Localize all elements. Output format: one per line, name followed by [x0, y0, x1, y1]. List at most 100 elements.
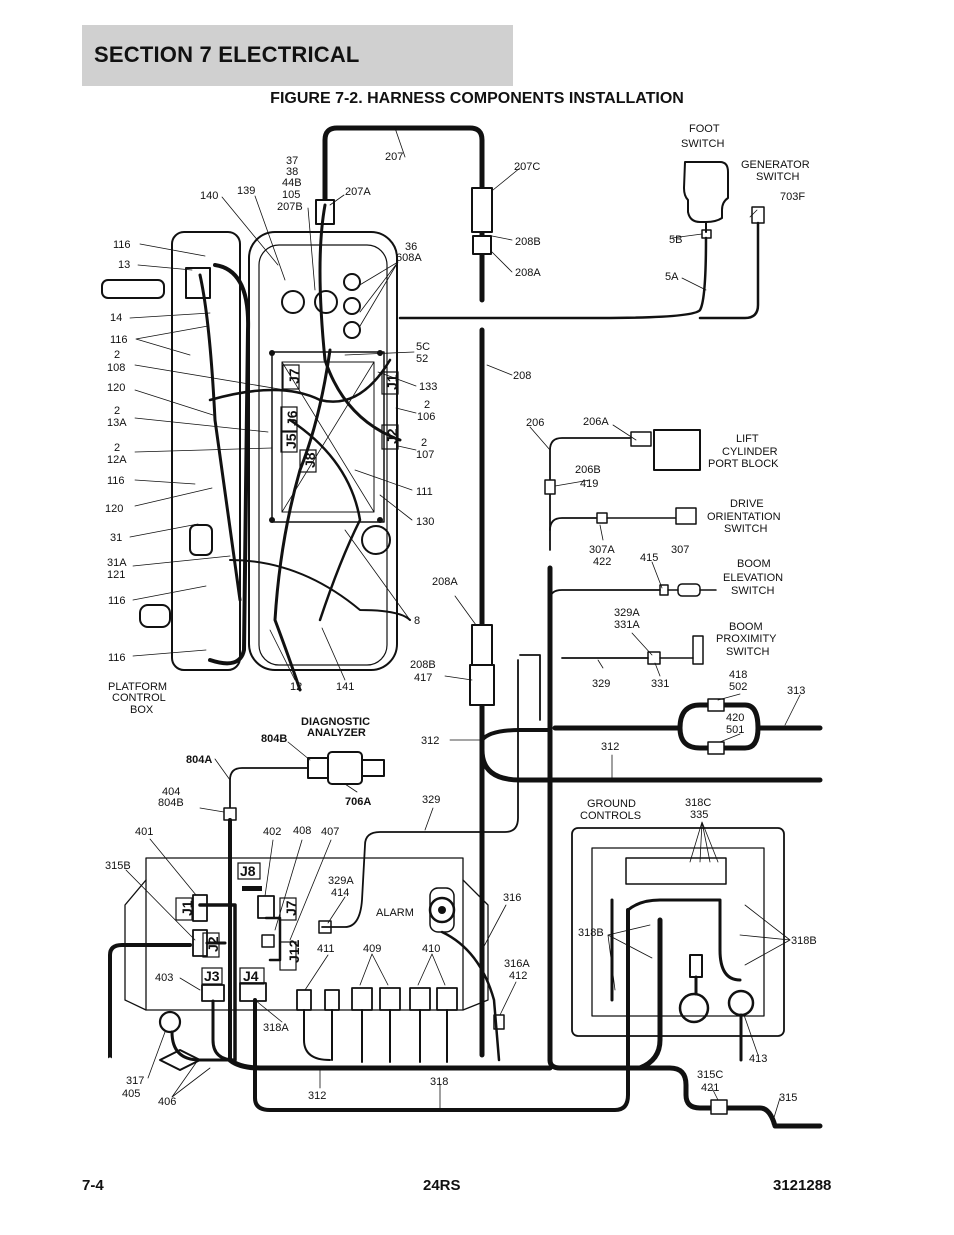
- label-407: 407: [321, 826, 339, 838]
- label-331a: 331A: [614, 619, 640, 631]
- foot-switch-line1: FOOT: [689, 123, 720, 135]
- label-318c: 318C: [685, 797, 711, 809]
- label-703f: 703F: [780, 191, 805, 203]
- label-421: 421: [701, 1082, 719, 1094]
- label-312-c: 312: [308, 1090, 326, 1102]
- section-title: SECTION 7 ELECTRICAL: [94, 42, 360, 67]
- document-number: 3121288: [773, 1177, 832, 1194]
- label-318: 318: [430, 1076, 448, 1088]
- label-315: 315: [779, 1092, 797, 1104]
- label-107: 107: [416, 449, 434, 461]
- diagnostic-analyzer-line1: DIAGNOSTIC: [301, 716, 370, 728]
- lift-cylinder-line2: CYLINDER: [722, 446, 778, 458]
- j4-label: J4: [243, 968, 259, 984]
- boom-proximity-line1: BOOM: [729, 621, 763, 633]
- label-207: 207: [385, 151, 403, 163]
- figure-title: FIGURE 7-2. HARNESS COMPONENTS INSTALLAT…: [270, 90, 684, 107]
- label-116-c: 116: [107, 475, 125, 487]
- label-208a-top: 208A: [515, 267, 541, 279]
- label-315c: 315C: [697, 1069, 723, 1081]
- boom-elevation-line3: SWITCH: [731, 585, 774, 597]
- label-12a: 12A: [107, 454, 127, 466]
- label-502: 502: [729, 681, 747, 693]
- label-207c: 207C: [514, 161, 540, 173]
- foot-switch-line2: SWITCH: [681, 138, 724, 150]
- label-206: 206: [526, 417, 544, 429]
- label-402: 402: [263, 826, 281, 838]
- label-413: 413: [749, 1053, 767, 1065]
- drive-orientation-line1: DRIVE: [730, 498, 764, 510]
- platform-control-box-line1: PLATFORM: [108, 681, 167, 693]
- label-331: 331: [651, 678, 669, 690]
- label-8: 8: [414, 615, 420, 627]
- label-706a: 706A: [345, 796, 371, 808]
- label-105: 105: [282, 189, 300, 201]
- label-312-a: 312: [421, 735, 439, 747]
- label-207a: 207A: [345, 186, 371, 198]
- label-401: 401: [135, 826, 153, 838]
- label-318a: 318A: [263, 1022, 289, 1034]
- label-108: 108: [107, 362, 125, 374]
- label-501: 501: [726, 724, 744, 736]
- label-52: 52: [416, 353, 428, 365]
- diagnostic-analyzer-line2: ANALYZER: [307, 727, 366, 739]
- label-412: 412: [509, 970, 527, 982]
- label-329-mid: 329: [592, 678, 610, 690]
- label-2-a: 2: [114, 349, 120, 361]
- label-318b-b: 318B: [791, 935, 817, 947]
- label-116-e: 116: [108, 652, 126, 664]
- j8-label: J8: [240, 863, 256, 879]
- label-13: 13: [118, 259, 130, 271]
- j2-label: J2: [205, 936, 221, 952]
- label-106: 106: [417, 411, 435, 423]
- label-408: 408: [293, 825, 311, 837]
- label-208b-mid: 208B: [410, 659, 436, 671]
- label-38: 38: [286, 166, 298, 178]
- label-120-a: 120: [107, 382, 125, 394]
- label-141: 141: [336, 681, 354, 693]
- label-208b-top: 208B: [515, 236, 541, 248]
- label-133: 133: [419, 381, 437, 393]
- j12-label: J12: [286, 939, 302, 963]
- boom-proximity-line2: PROXIMITY: [716, 633, 777, 645]
- label-329a-top: 329A: [614, 607, 640, 619]
- platform-control-box-line3: BOX: [130, 704, 154, 716]
- j7-label: J7: [283, 900, 299, 916]
- label-2-b: 2: [114, 405, 120, 417]
- alarm-label: ALARM: [376, 907, 414, 919]
- section-header: SECTION 7 ELECTRICAL: [82, 25, 513, 86]
- generator-switch-line1: GENERATOR: [741, 159, 810, 171]
- label-417: 417: [414, 672, 432, 684]
- label-13a: 13A: [107, 417, 127, 429]
- drive-orientation-line3: SWITCH: [724, 523, 767, 535]
- platform-control-box-line2: CONTROL: [112, 692, 166, 704]
- label-140: 140: [200, 190, 218, 202]
- label-31a: 31A: [107, 557, 127, 569]
- label-420: 420: [726, 712, 744, 724]
- label-44b: 44B: [282, 177, 302, 189]
- label-315b: 315B: [105, 860, 131, 872]
- boom-elevation-line1: BOOM: [737, 558, 771, 570]
- label-111: 111: [416, 486, 433, 498]
- generator-switch-line2: SWITCH: [756, 171, 799, 183]
- label-318b-a: 318B: [578, 927, 604, 939]
- label-415: 415: [640, 552, 658, 564]
- label-5c: 5C: [416, 341, 430, 353]
- j3-label: J3: [204, 968, 220, 984]
- j6-label: J6: [284, 410, 300, 426]
- label-419: 419: [580, 478, 598, 490]
- label-37: 37: [286, 155, 298, 167]
- label-422: 422: [593, 556, 611, 568]
- label-406: 406: [158, 1096, 176, 1108]
- label-139: 139: [237, 185, 255, 197]
- label-409: 409: [363, 943, 381, 955]
- label-312-b: 312: [601, 741, 619, 753]
- label-116-d: 116: [108, 595, 126, 607]
- label-316: 316: [503, 892, 521, 904]
- ground-controls-line2: CONTROLS: [580, 810, 641, 822]
- label-121: 121: [107, 569, 125, 581]
- j1-top-label: J1: [384, 374, 400, 390]
- label-403: 403: [155, 972, 173, 984]
- lift-cylinder-line3: PORT BLOCK: [708, 458, 779, 470]
